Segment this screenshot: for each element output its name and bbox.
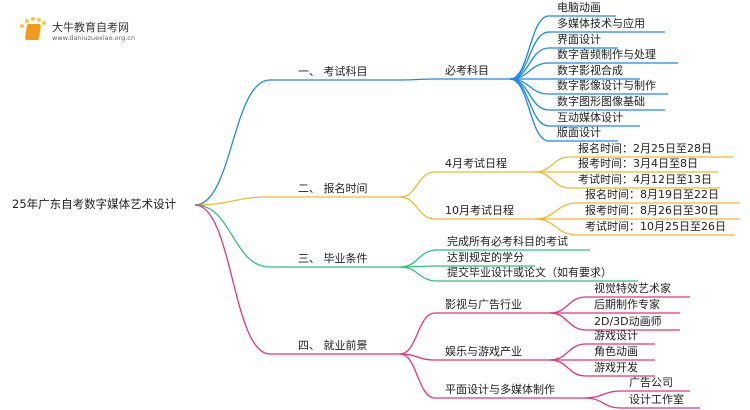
leaf-connector bbox=[549, 359, 655, 377]
subtopic-connector bbox=[399, 266, 638, 282]
leaf-topic: 报名时间：2月25日至28日 bbox=[578, 142, 712, 155]
leaf-topic: 报名时间：8月19日至22日 bbox=[585, 188, 719, 201]
branch-topic: 四、 就业前景 bbox=[298, 339, 368, 352]
leaf-connector bbox=[509, 78, 618, 142]
leaf-topic: 考试时间：4月12日至13日 bbox=[578, 173, 712, 186]
leaf-topic: 后期制作专家 bbox=[594, 298, 660, 311]
branch-connector bbox=[194, 204, 400, 355]
leaf-topic: 游戏设计 bbox=[594, 329, 638, 342]
subtopic: 平面设计与多媒体制作 bbox=[445, 383, 555, 396]
logo: 大牛教育自考网 www.daniuzuexiao.org.cn bbox=[18, 16, 158, 46]
branch-connector bbox=[194, 79, 400, 206]
logo-dots-icon bbox=[18, 16, 48, 28]
logo-name: 大牛教育自考网 bbox=[52, 21, 129, 34]
subtopic-connector bbox=[399, 171, 535, 198]
leaf-topic: 设计工作室 bbox=[629, 393, 684, 406]
leaf-topic: 数字图形图像基础 bbox=[557, 95, 645, 108]
logo-url: www.daniuzuexiao.org.cn bbox=[52, 34, 135, 42]
leaf-connector bbox=[534, 218, 735, 236]
leaf-topic: 报考时间：8月26日至30日 bbox=[585, 204, 719, 217]
leaf-topic: 数字音频制作与处理 bbox=[557, 48, 656, 61]
subtopic-connector bbox=[399, 196, 535, 220]
subtopic: 提交毕业设计或论文（如有要求） bbox=[447, 266, 612, 279]
leaf-topic: 电脑动画 bbox=[557, 1, 601, 14]
leaf-topic: 界面设计 bbox=[557, 33, 601, 46]
subtopic: 必考科目 bbox=[445, 64, 489, 77]
subtopic: 4月考试日程 bbox=[445, 157, 507, 170]
branch-connector bbox=[194, 196, 400, 206]
leaf-connector bbox=[584, 397, 700, 409]
leaf-connector bbox=[549, 312, 680, 331]
subtopic: 完成所有必考科目的考试 bbox=[447, 235, 568, 248]
branch-topic: 二、 报名时间 bbox=[298, 182, 368, 195]
leaf-topic: 广告公司 bbox=[629, 376, 673, 389]
leaf-topic: 互动媒体设计 bbox=[557, 111, 623, 124]
leaf-topic: 考试时间：10月25日至26日 bbox=[585, 220, 726, 233]
leaf-topic: 视觉特效艺术家 bbox=[594, 282, 671, 295]
leaf-topic: 数字影视合成 bbox=[557, 64, 623, 77]
leaf-topic: 版面设计 bbox=[557, 126, 601, 139]
leaf-connector bbox=[534, 171, 720, 189]
root-topic: 25年广东自考数字媒体艺术设计 bbox=[12, 197, 177, 211]
branch-connector bbox=[194, 204, 400, 268]
leaf-connector bbox=[509, 15, 616, 80]
leaf-topic: 角色动画 bbox=[594, 345, 638, 358]
leaf-topic: 数字影像设计与制作 bbox=[557, 79, 656, 92]
branch-topic: 一、 考试科目 bbox=[298, 65, 368, 78]
leaf-topic: 报考时间：3月4日至8日 bbox=[578, 157, 698, 170]
leaf-topic: 2D/3D动画师 bbox=[594, 315, 662, 328]
subtopic: 影视与广告行业 bbox=[445, 298, 522, 311]
subtopic-connector bbox=[399, 312, 550, 355]
branch-topic: 三、 毕业条件 bbox=[298, 252, 368, 265]
subtopic: 娱乐与游戏产业 bbox=[445, 345, 522, 358]
subtopic-connector bbox=[399, 353, 585, 399]
leaf-topic: 多媒体技术与应用 bbox=[557, 17, 645, 30]
subtopic-connector bbox=[399, 353, 550, 361]
subtopic: 10月考试日程 bbox=[445, 204, 514, 217]
subtopic-connector bbox=[399, 78, 510, 81]
leaf-connector bbox=[509, 31, 665, 80]
subtopic: 达到规定的学分 bbox=[447, 251, 524, 264]
leaf-topic: 游戏开发 bbox=[594, 361, 638, 374]
